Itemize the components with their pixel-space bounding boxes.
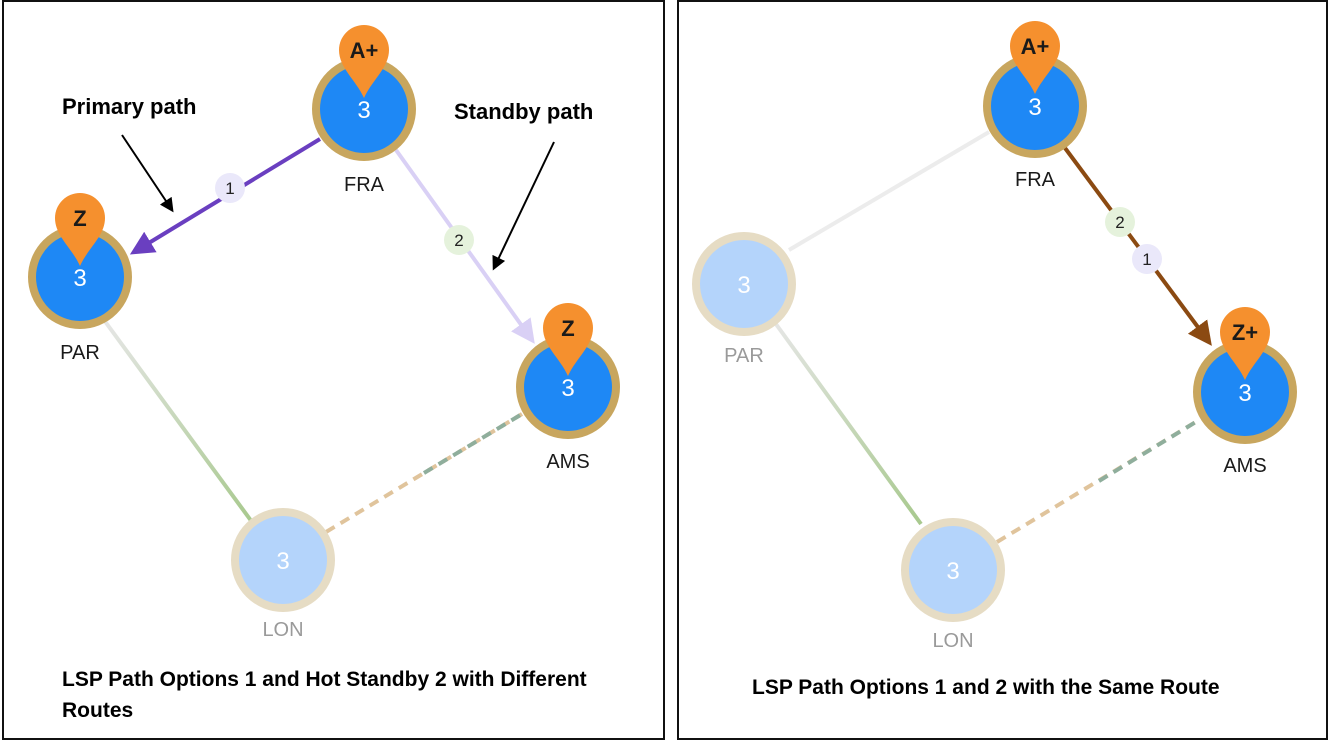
svg-text:2: 2 (1115, 213, 1124, 232)
same-route-path-link[interactable] (1063, 146, 1212, 346)
svg-text:3: 3 (1028, 94, 1041, 121)
svg-text:A+: A+ (350, 38, 379, 63)
right-topology-diagram: 2 1 3 PAR 3 LON 3 FRA A+ (692, 21, 1297, 652)
link-par-fra[interactable] (787, 130, 991, 252)
standby-annotation-arrow (492, 141, 555, 271)
node-lon[interactable]: 3 LON (901, 518, 1005, 652)
link-lon-ams[interactable] (995, 418, 1201, 544)
z-marker-par-icon: Z (55, 193, 105, 266)
path-badge-1: 1 (1132, 244, 1162, 274)
node-lon[interactable]: 3 LON (231, 508, 335, 641)
link-par-lon[interactable] (771, 318, 923, 526)
svg-text:Z: Z (561, 316, 574, 341)
link-lon-ams-dash-dark (1097, 418, 1201, 483)
primary-annotation-arrow (121, 134, 174, 213)
z-marker-ams-icon: Z (543, 303, 593, 376)
svg-text:3: 3 (737, 272, 750, 299)
standby-path-annotation: Standby path (454, 99, 593, 124)
node-lon-label: LON (262, 619, 303, 641)
svg-text:1: 1 (1142, 250, 1151, 269)
node-par[interactable]: 3 PAR (692, 232, 796, 367)
path-badge-2: 2 (444, 225, 474, 255)
node-fra-label: FRA (344, 174, 385, 196)
primary-path-annotation: Primary path (62, 94, 197, 119)
svg-text:1: 1 (225, 179, 234, 198)
link-par-lon[interactable] (102, 318, 254, 524)
link-lon-ams-dash-dark (422, 412, 524, 475)
svg-text:3: 3 (946, 558, 959, 585)
node-fra[interactable]: 3 FRA (312, 57, 416, 196)
node-ams-label: AMS (1223, 455, 1266, 477)
node-lon-label: LON (932, 630, 973, 652)
svg-text:3: 3 (561, 375, 574, 402)
node-par-label: PAR (60, 342, 100, 364)
node-par-label: PAR (724, 345, 764, 367)
svg-text:3: 3 (73, 265, 86, 292)
svg-text:Z+: Z+ (1232, 320, 1258, 345)
a-plus-marker-fra-icon: A+ (339, 25, 389, 98)
path-badge-2: 2 (1105, 207, 1135, 237)
a-plus-marker-fra-icon: A+ (1010, 21, 1060, 94)
z-plus-marker-ams-icon: Z+ (1220, 307, 1270, 380)
svg-text:Z: Z (73, 206, 86, 231)
node-fra-label: FRA (1015, 169, 1056, 191)
node-par[interactable]: 3 PAR (28, 225, 132, 364)
svg-text:3: 3 (1238, 380, 1251, 407)
right-panel: 2 1 3 PAR 3 LON 3 FRA A+ (677, 0, 1328, 740)
left-caption: LSP Path Options 1 and Hot Standby 2 wit… (62, 668, 587, 722)
left-panel: 1 2 Primary path Standby path 3 LON 3 PA… (2, 0, 665, 740)
svg-text:3: 3 (276, 548, 289, 575)
right-caption: LSP Path Options 1 and 2 with the Same R… (752, 676, 1220, 699)
path-badge-1: 1 (215, 173, 245, 203)
svg-text:2: 2 (454, 231, 463, 250)
svg-text:A+: A+ (1021, 34, 1050, 59)
node-ams-label: AMS (546, 451, 589, 473)
svg-text:3: 3 (357, 97, 370, 124)
left-topology-diagram: 1 2 Primary path Standby path 3 LON 3 PA… (28, 25, 620, 641)
